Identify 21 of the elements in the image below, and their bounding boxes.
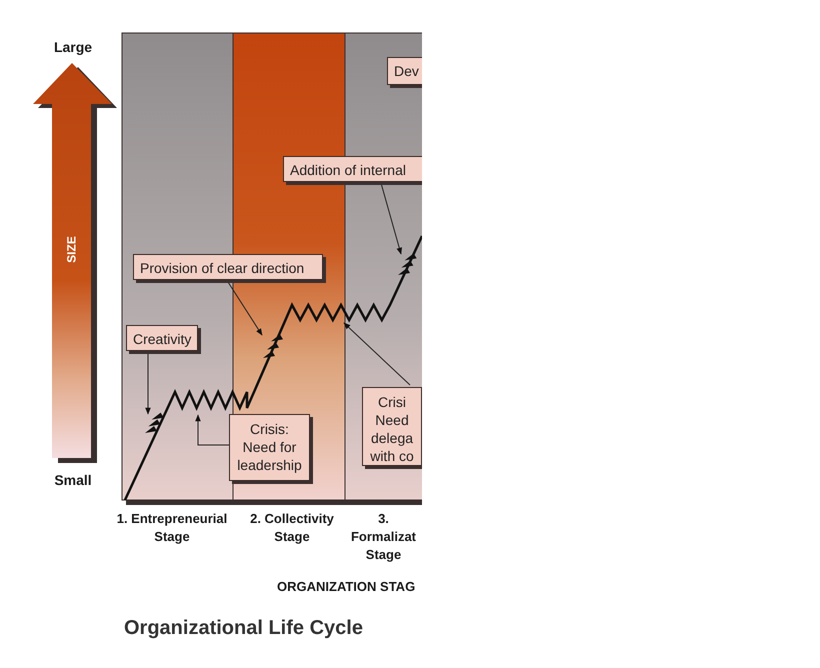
axis-title: ORGANIZATION STAG (277, 578, 416, 596)
axis-label: SIZE (64, 235, 80, 265)
axis-label: Large (52, 38, 94, 57)
leader-line (195, 414, 230, 446)
stage-label: 3. Formalizat Stage (350, 510, 417, 564)
leader-line (344, 322, 410, 386)
callout-box (283, 156, 422, 182)
diagram-title: Organizational Life Cycle (124, 617, 363, 640)
leader-line (228, 282, 262, 336)
axis-label: Small (53, 471, 93, 490)
callout-text: Crisi Need delega with co (369, 393, 415, 465)
stage-label: 1. Entrepreneurial Stage (116, 510, 228, 546)
stage-label: 2. Collectivity Stage (249, 510, 335, 546)
callout-text: Crisis: Need for leadership (236, 420, 303, 474)
growth-line-drawing (124, 235, 422, 501)
leader-line (145, 352, 151, 415)
callout-text: Dev (394, 62, 420, 80)
callout-text: Addition of internal (290, 161, 407, 179)
callout-text: Creativity (133, 330, 191, 348)
leader-line (380, 182, 402, 255)
callout-text: Provision of clear direction (140, 259, 306, 277)
